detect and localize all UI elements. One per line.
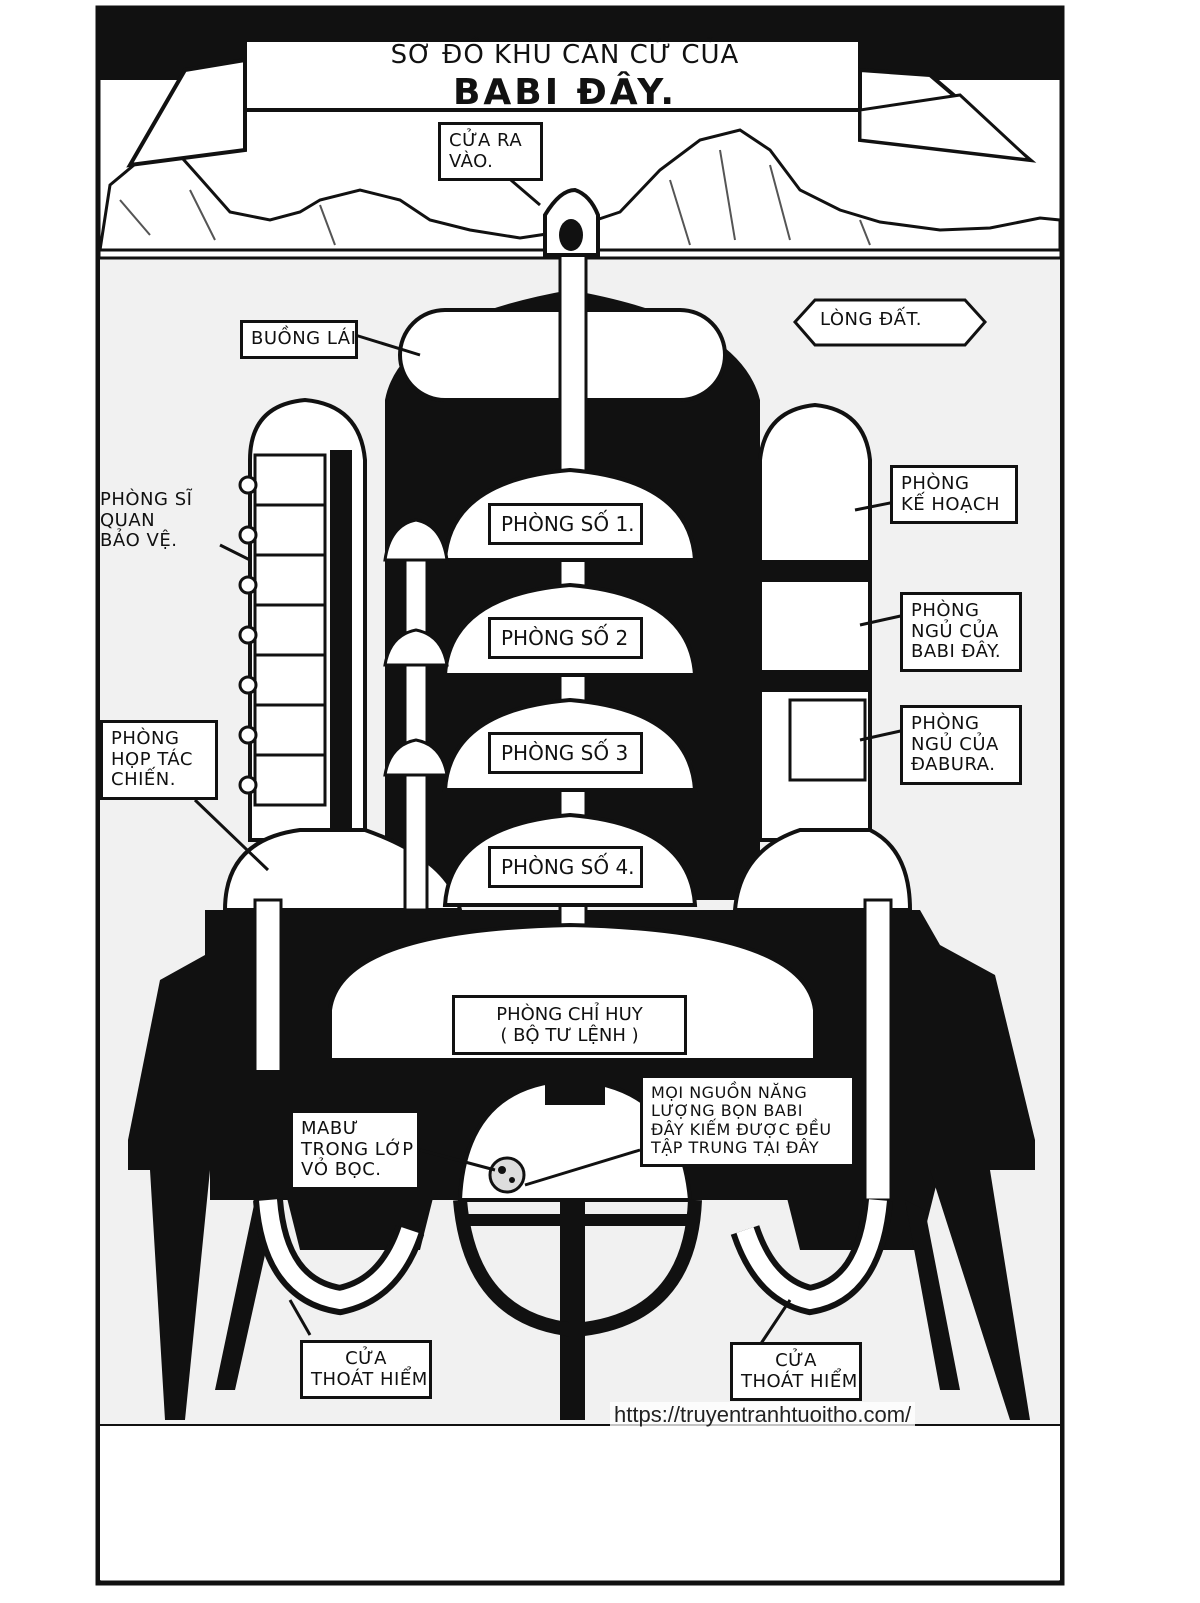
label-command-room: Phòng chỉ huy ( Bộ tư lệnh ) (452, 995, 687, 1055)
label-line: lượng bọn Babi (651, 1101, 803, 1121)
label-underground-text: Lòng đất. (820, 309, 923, 330)
label-planning-room: Phòng kế hoạch (890, 465, 1018, 525)
label-line: chiến. (111, 769, 176, 791)
label-line: ngủ của (911, 620, 999, 642)
label-guard-room: Phòng sĩ quan bảo vệ. (100, 489, 193, 552)
label-cockpit: Buồng lái (240, 320, 358, 359)
label-line: Phòng (111, 728, 180, 749)
label-line: Mabư (301, 1118, 359, 1139)
title-line-1: Sơ đồ khu căn cứ của (390, 40, 740, 70)
label-room-4: Phòng số 4. (488, 846, 643, 888)
label-line: Phòng (911, 713, 980, 734)
label-line: ngủ của (911, 733, 999, 755)
underground-tag (792, 298, 988, 347)
title-line-2: BABI ĐÂY. (452, 72, 678, 113)
label-line: trong lớp (301, 1138, 414, 1160)
label-entrance: Cửa ra vào. (438, 122, 543, 182)
label-line: Phòng (901, 473, 970, 494)
label-line: tập trung tại đây (651, 1138, 820, 1158)
label-line: Mọi nguồn năng (651, 1083, 808, 1102)
buu-cocoon (488, 1156, 526, 1194)
label-energy: Mọi nguồn năng lượng bọn Babi Đây kiếm đ… (640, 1075, 855, 1167)
label-line: kế hoạch (901, 493, 1001, 515)
label-babi-bedroom: Phòng ngủ của Babi Đây. (900, 592, 1022, 673)
label-line: bảo vệ. (100, 530, 178, 552)
label-line: Phòng (911, 600, 980, 621)
command-room (328, 922, 817, 1062)
label-line: quan (100, 509, 156, 531)
label-line: Đabura. (911, 754, 996, 776)
label-line: Cửa (345, 1348, 387, 1369)
base-legs (150, 1160, 1030, 1420)
label-line: thoát hiểm (741, 1370, 858, 1392)
label-entrance-line: Cửa ra (449, 130, 523, 151)
label-dabura-bedroom: Phòng ngủ của Đabura. (900, 705, 1022, 786)
label-room-1: Phòng số 1. (488, 503, 643, 545)
label-line: Phòng sĩ (100, 489, 193, 510)
label-line: Babi Đây. (911, 641, 1002, 663)
label-war-room: Phòng họp tác chiến. (100, 720, 218, 801)
guard-room-cells (253, 453, 327, 807)
label-underground: Lòng đất. (820, 309, 923, 331)
label-cockpit-text: Buồng lái (251, 328, 357, 349)
label-exit-right: Cửa thoát hiểm (730, 1342, 862, 1402)
label-line: họp tác (111, 748, 193, 770)
label-room-3: Phòng số 3 (488, 732, 643, 774)
label-room-2: Phòng số 2 (488, 617, 643, 659)
label-line: Phòng chỉ huy (496, 1004, 643, 1025)
label-line: Cửa (775, 1350, 817, 1371)
label-line: Đây kiếm được đều (651, 1119, 832, 1139)
label-line: ( Bộ tư lệnh ) (500, 1025, 639, 1046)
label-line: thoát hiểm (311, 1368, 428, 1390)
label-exit-left: Cửa thoát hiểm (300, 1340, 432, 1400)
label-line: vỏ bọc. (301, 1159, 382, 1181)
watermark-url: https://truyentranhtuoitho.com/ (610, 1402, 916, 1428)
label-entrance-line: vào. (449, 150, 494, 172)
label-majin-buu: Mabư trong lớp vỏ bọc. (290, 1110, 420, 1191)
